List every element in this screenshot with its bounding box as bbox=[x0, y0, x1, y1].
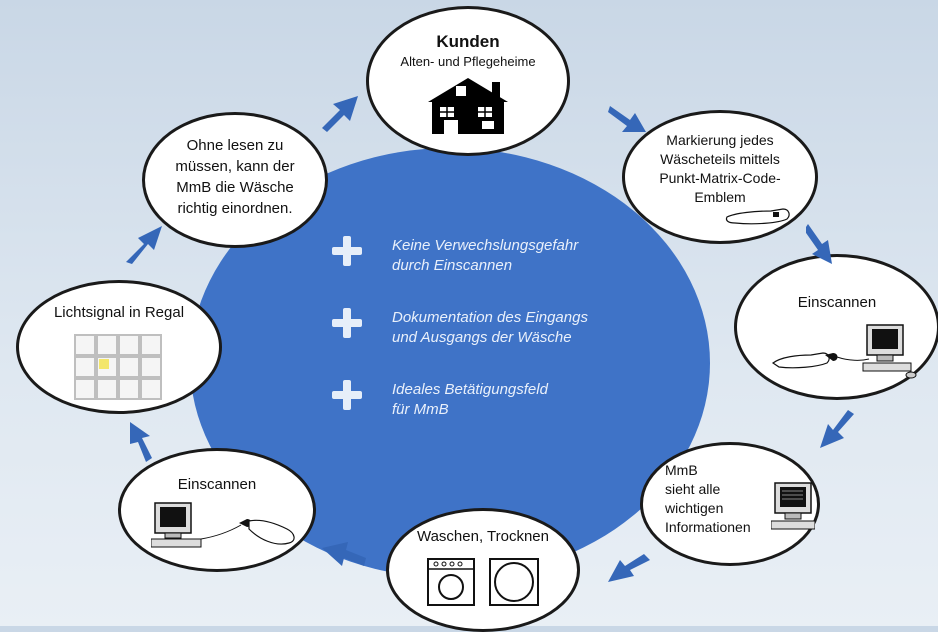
node-einscannen-left: Einscannen bbox=[118, 448, 316, 572]
washing-machine-dryer-icon bbox=[427, 558, 539, 606]
plus-icon bbox=[332, 308, 362, 338]
benefit-item: Ideales Betätigungsfeld für MmB bbox=[332, 380, 652, 420]
node-einscannen-right: Einscannen bbox=[734, 254, 938, 400]
flow-arrow bbox=[322, 96, 358, 132]
node-text: Markierung jedes Wäscheteils mittels Pun… bbox=[659, 132, 781, 205]
flow-arrow bbox=[130, 422, 152, 462]
node-waschen: Waschen, Trocknen bbox=[386, 508, 580, 632]
node-text: Einscannen bbox=[797, 294, 877, 311]
benefit-item: Keine Verwechslungsgefahr durch Einscann… bbox=[332, 236, 652, 276]
node-ohne-lesen: Ohne lesen zu müssen, kann der MmB die W… bbox=[142, 112, 328, 248]
plus-icon bbox=[332, 236, 362, 266]
shelf-grid-icon bbox=[74, 334, 162, 400]
node-text: Lichtsignal in Regal bbox=[53, 304, 185, 321]
node-lichtsignal: Lichtsignal in Regal bbox=[16, 280, 222, 414]
flow-arrow bbox=[608, 554, 650, 582]
computer-scanner-icon bbox=[151, 502, 295, 548]
light-signal-highlight bbox=[99, 359, 109, 369]
node-title: Kunden bbox=[436, 32, 500, 51]
node-mmb-info: MmB sieht alle wichtigen Informationen bbox=[640, 442, 820, 566]
flow-arrow bbox=[322, 542, 366, 566]
sock-icon bbox=[725, 208, 790, 225]
benefit-text: Keine Verwechslungsgefahr durch Einscann… bbox=[392, 237, 579, 274]
flow-arrow bbox=[820, 410, 854, 448]
node-markierung: Markierung jedes Wäscheteils mittels Pun… bbox=[622, 110, 818, 244]
flow-arrow bbox=[608, 106, 646, 132]
benefit-item: Dokumentation des Eingangs und Ausgangs … bbox=[332, 308, 652, 348]
flow-arrow bbox=[126, 226, 162, 264]
node-text: MmB sieht alle wichtigen Informationen bbox=[665, 462, 751, 535]
node-subtitle: Alten- und Pflegeheime bbox=[400, 54, 536, 69]
node-text: Ohne lesen zu müssen, kann der MmB die W… bbox=[175, 137, 295, 217]
computer-icon bbox=[771, 482, 815, 530]
benefit-text: Dokumentation des Eingangs und Ausgangs … bbox=[392, 309, 588, 346]
scanner-computer-icon bbox=[771, 324, 917, 379]
node-text: Waschen, Trocknen bbox=[416, 528, 549, 545]
benefit-text: Ideales Betätigungsfeld für MmB bbox=[392, 381, 548, 418]
node-text: Einscannen bbox=[177, 476, 257, 493]
flow-arrow bbox=[806, 224, 832, 264]
plus-icon bbox=[332, 380, 362, 410]
node-kunden: Kunden Alten- und Pflegeheime bbox=[366, 6, 570, 156]
house-icon bbox=[428, 78, 508, 134]
